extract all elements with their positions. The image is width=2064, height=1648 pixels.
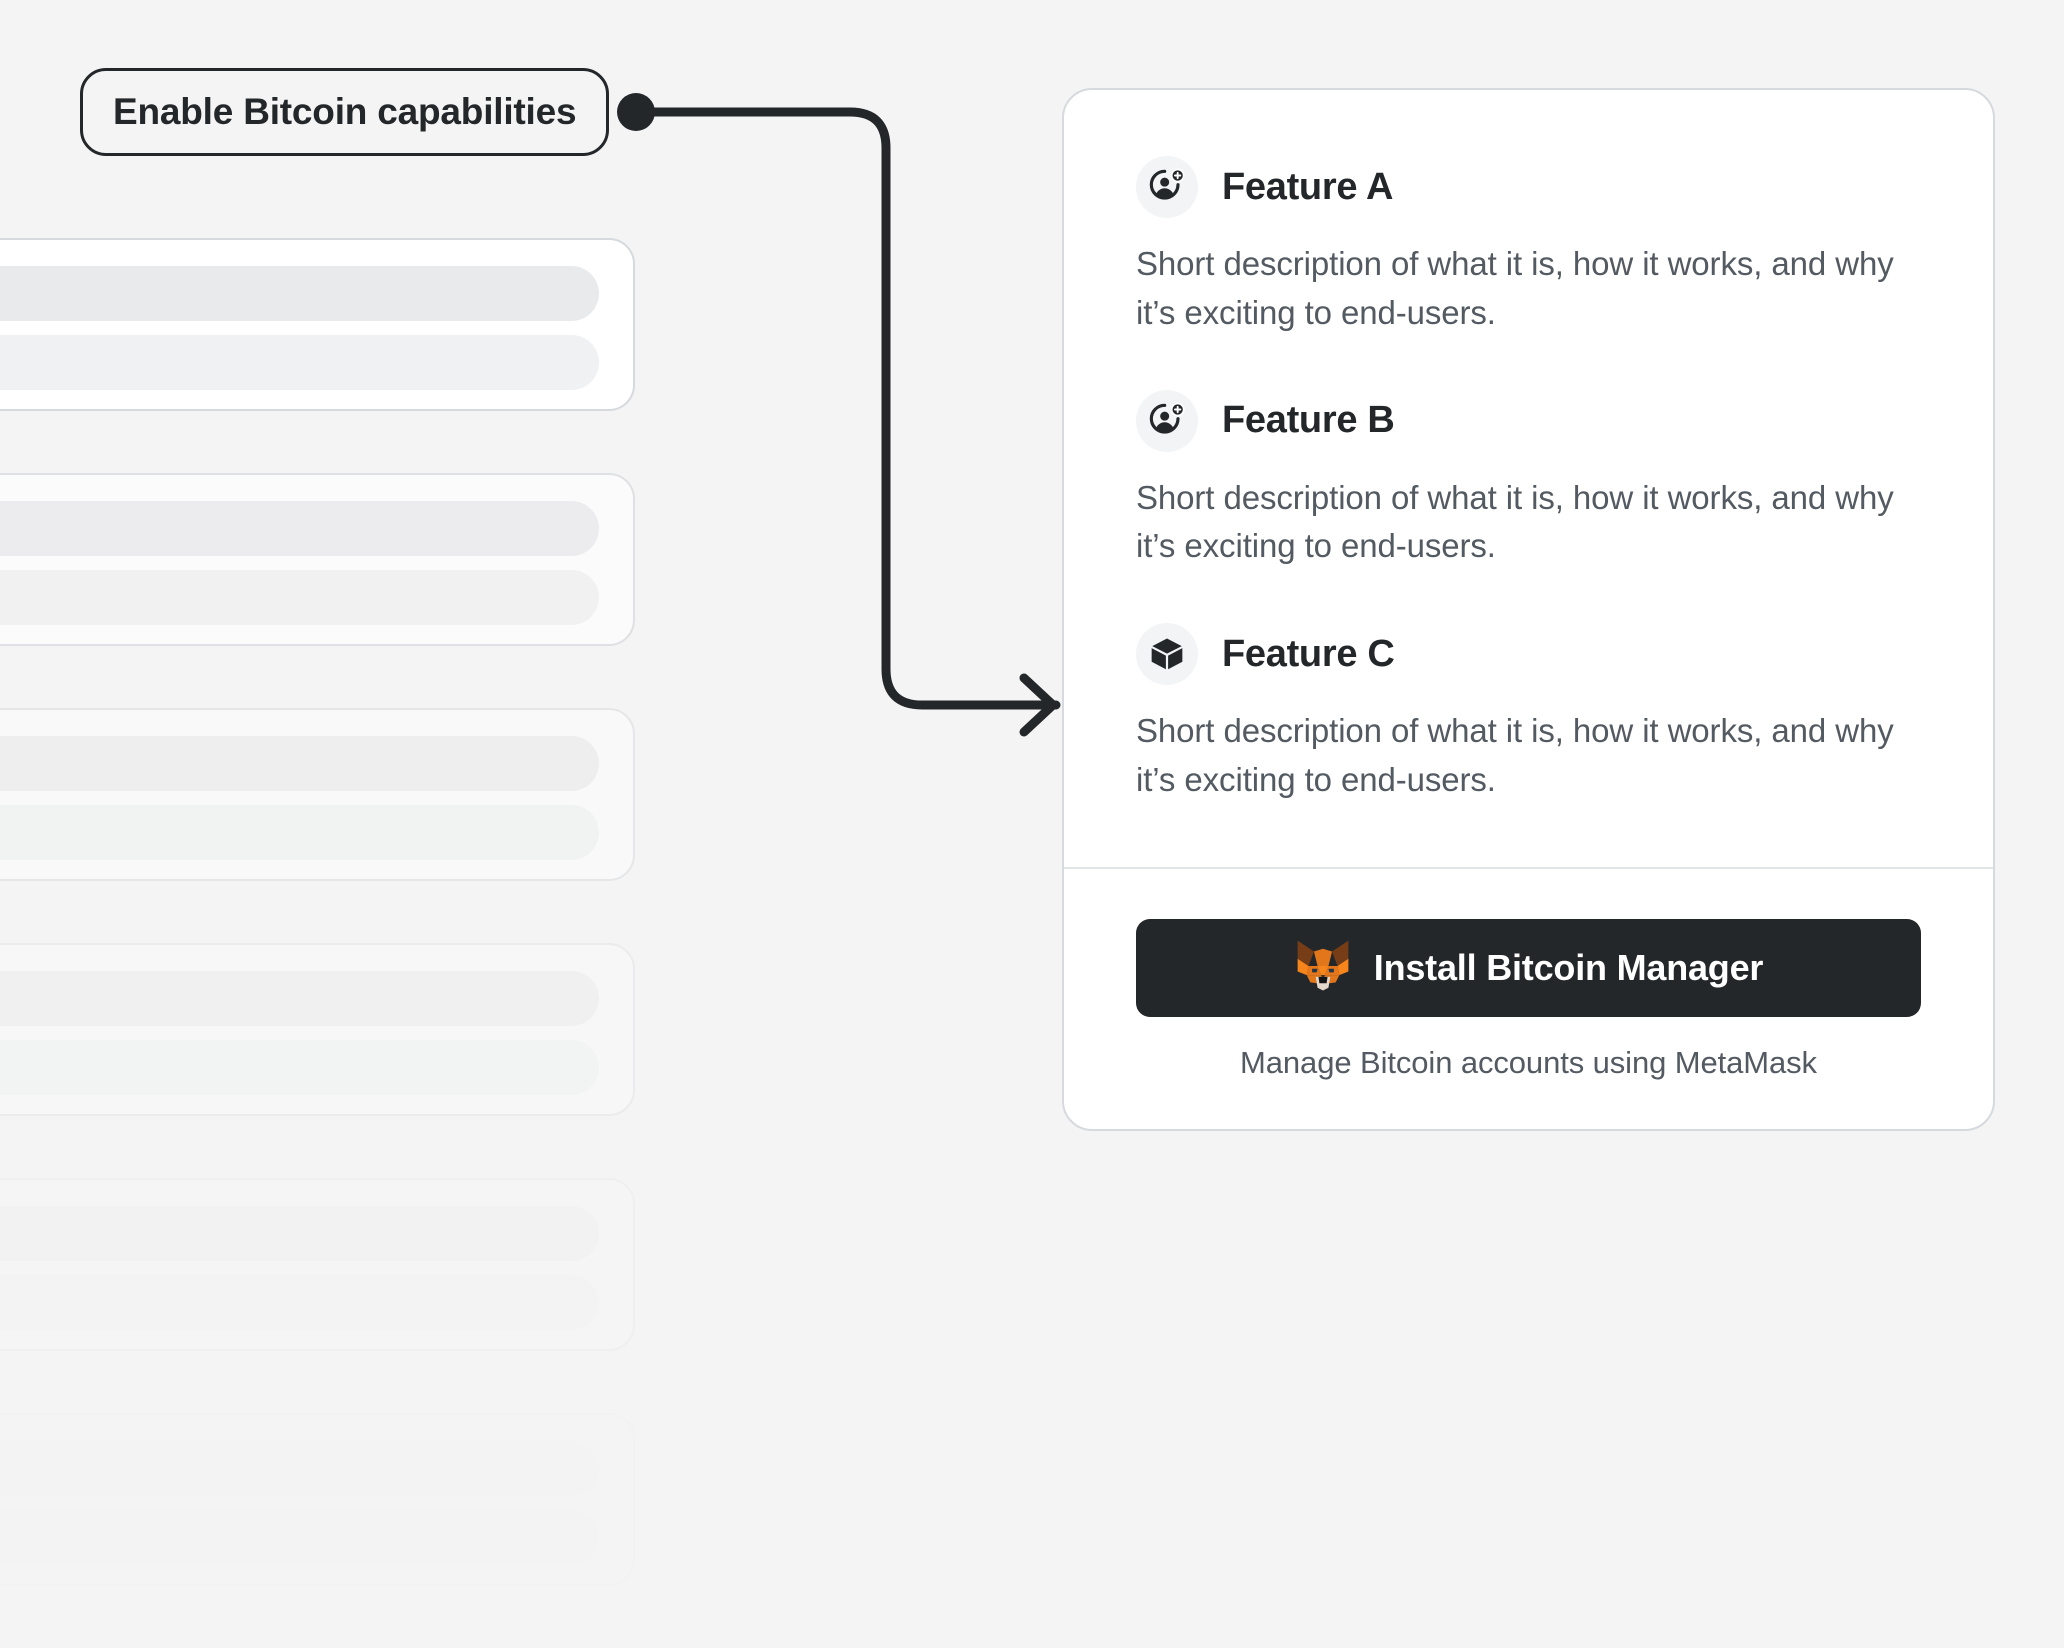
- cta-section: Install Bitcoin Manager Manage Bitcoin a…: [1064, 869, 1993, 1129]
- skeleton-card: [0, 238, 635, 411]
- skeleton-bar-secondary: [0, 570, 599, 625]
- skeleton-placeholder-list: [0, 238, 635, 1648]
- skeleton-bar-primary: [0, 971, 599, 1026]
- skeleton-bar-secondary: [0, 805, 599, 860]
- install-button-label: Install Bitcoin Manager: [1373, 946, 1764, 988]
- feature-title: Feature B: [1222, 399, 1395, 442]
- feature-item: Feature C Short description of what it i…: [1136, 623, 1921, 805]
- feature-description: Short description of what it is, how it …: [1136, 245, 1894, 331]
- feature-item: Feature B Short description of what it i…: [1136, 389, 1921, 572]
- skeleton-card: [0, 473, 635, 646]
- feature-header: Feature A: [1136, 156, 1921, 218]
- annotation-label: Enable Bitcoin capabilities: [113, 91, 577, 132]
- skeleton-bar-primary: [0, 736, 599, 791]
- install-bitcoin-manager-button[interactable]: Install Bitcoin Manager: [1136, 918, 1921, 1017]
- skeleton-card: [0, 1413, 635, 1586]
- skeleton-bar-primary: [0, 266, 599, 321]
- feature-header: Feature C: [1136, 623, 1921, 686]
- skeleton-card: [0, 943, 635, 1116]
- skeleton-card: [0, 708, 635, 881]
- skeleton-bar-secondary: [0, 1510, 599, 1565]
- skeleton-bar-primary: [0, 1441, 599, 1496]
- cube-icon: [1136, 623, 1198, 686]
- card-divider: [1064, 866, 1993, 869]
- skeleton-bar-secondary: [0, 1040, 599, 1095]
- skeleton-bar-primary: [0, 1206, 599, 1261]
- skeleton-bar-secondary: [0, 1275, 599, 1330]
- feature-title: Feature C: [1222, 632, 1395, 675]
- feature-description: Short description of what it is, how it …: [1136, 478, 1894, 565]
- skeleton-bar-secondary: [0, 335, 599, 390]
- connector-anchor-dot: [617, 93, 655, 131]
- feature-title: Feature A: [1222, 165, 1394, 208]
- metamask-fox-icon: [1294, 938, 1352, 997]
- user-add-icon: [1136, 156, 1198, 218]
- skeleton-card: [0, 1178, 635, 1351]
- feature-description: Short description of what it is, how it …: [1136, 712, 1894, 799]
- connector-arrowhead-icon: [1019, 673, 1058, 737]
- cta-caption: Manage Bitcoin accounts using MetaMask: [1240, 1044, 1817, 1080]
- connector-line: [631, 107, 1061, 710]
- feature-card: Feature A Short description of what it i…: [1062, 88, 1995, 1131]
- user-add-icon: [1136, 389, 1198, 452]
- feature-item: Feature A Short description of what it i…: [1136, 156, 1921, 338]
- annotation-callout: Enable Bitcoin capabilities: [80, 68, 610, 156]
- features-list: Feature A Short description of what it i…: [1064, 90, 1993, 867]
- skeleton-bar-primary: [0, 501, 599, 556]
- feature-header: Feature B: [1136, 389, 1921, 452]
